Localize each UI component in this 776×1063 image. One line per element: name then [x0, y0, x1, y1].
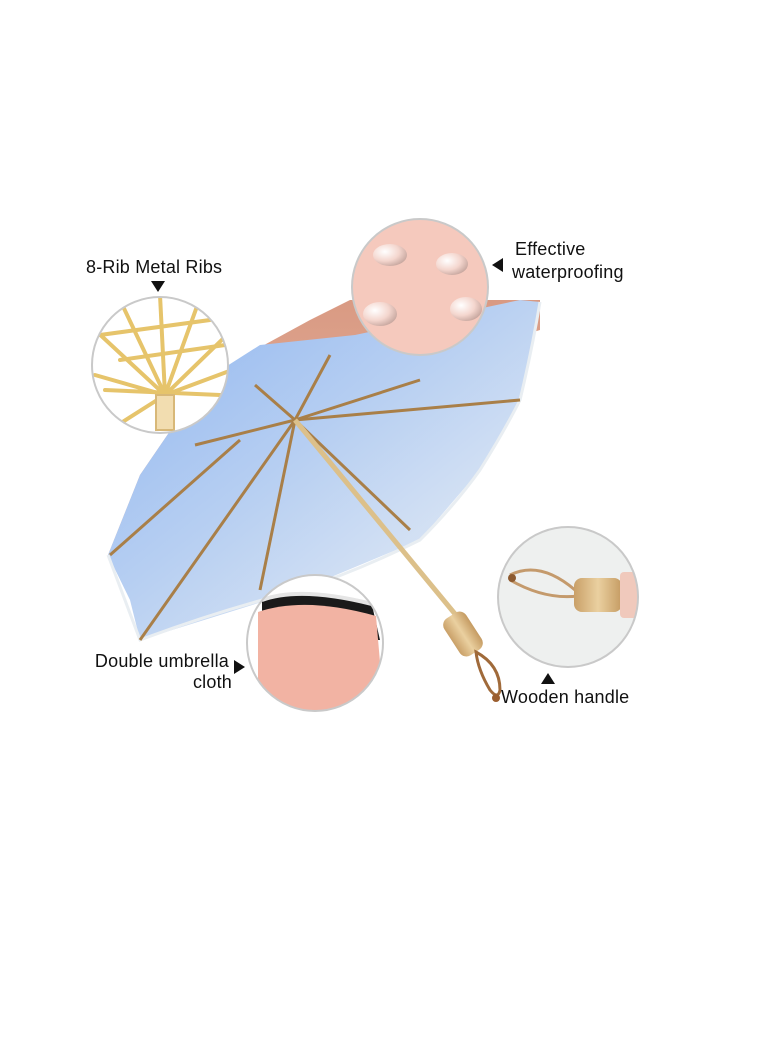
wooden-handle — [443, 611, 483, 657]
waterproof-detail-circle — [351, 218, 489, 356]
triangle-up-icon — [541, 673, 555, 684]
ribs-label: 8-Rib Metal Ribs — [86, 257, 223, 277]
waterproof-label-line2: waterproofing — [512, 262, 624, 282]
triangle-right-icon — [234, 660, 245, 674]
cloth-label-line1: Double umbrella — [94, 651, 229, 671]
umbrella-shaft — [293, 418, 462, 622]
handle-strap — [474, 649, 502, 697]
triangle-left-icon — [492, 258, 503, 272]
cloth-detail-circle — [246, 574, 384, 712]
waterproof-label-line1: Effective — [515, 239, 586, 259]
umbrella-ribs — [109, 354, 521, 641]
handle-label: Wooden handle — [501, 687, 630, 707]
cloth-label-line2: cloth — [192, 672, 232, 692]
triangle-down-icon — [151, 281, 165, 292]
handle-detail-circle — [497, 526, 639, 668]
ribs-detail-circle — [91, 296, 229, 434]
